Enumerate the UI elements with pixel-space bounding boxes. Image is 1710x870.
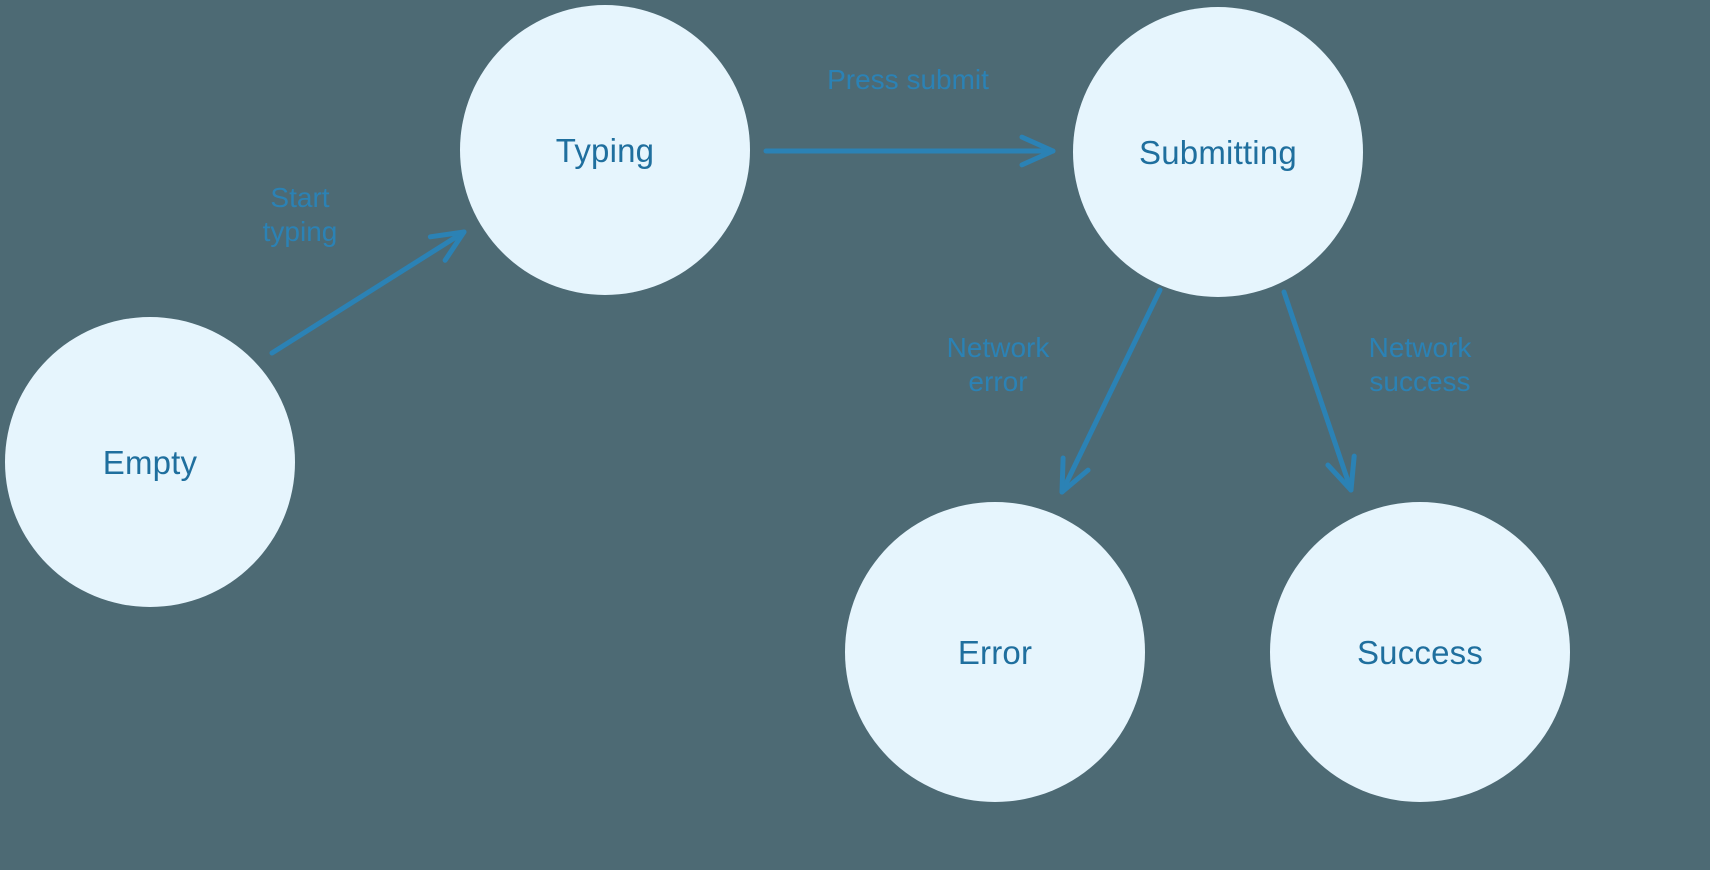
edge-submitting-to-error [1059,287,1163,495]
arrowhead-icon [1325,453,1357,493]
state-node-label: Empty [102,443,198,481]
state-node-error[interactable]: Error [845,502,1145,802]
arrowhead-icon [1019,134,1056,168]
state-node-success[interactable]: Success [1270,502,1570,802]
arrowhead-icon [427,229,467,263]
edge-line [269,229,467,356]
state-node-typing[interactable]: Typing [460,5,750,295]
state-node-submitting[interactable]: Submitting [1073,7,1363,297]
state-node-label: Error [957,633,1033,671]
state-node-empty[interactable]: Empty [5,317,295,607]
state-node-label: Typing [555,131,655,169]
edge-line [1281,289,1354,493]
edge-empty-to-typing [269,229,467,356]
state-node-label: Success [1356,633,1484,671]
edge-line [1059,287,1163,495]
state-node-label: Submitting [1139,133,1297,171]
edge-typing-to-submitting [763,134,1056,168]
edge-submitting-to-success [1281,289,1357,493]
arrowhead-icon [1059,455,1091,495]
